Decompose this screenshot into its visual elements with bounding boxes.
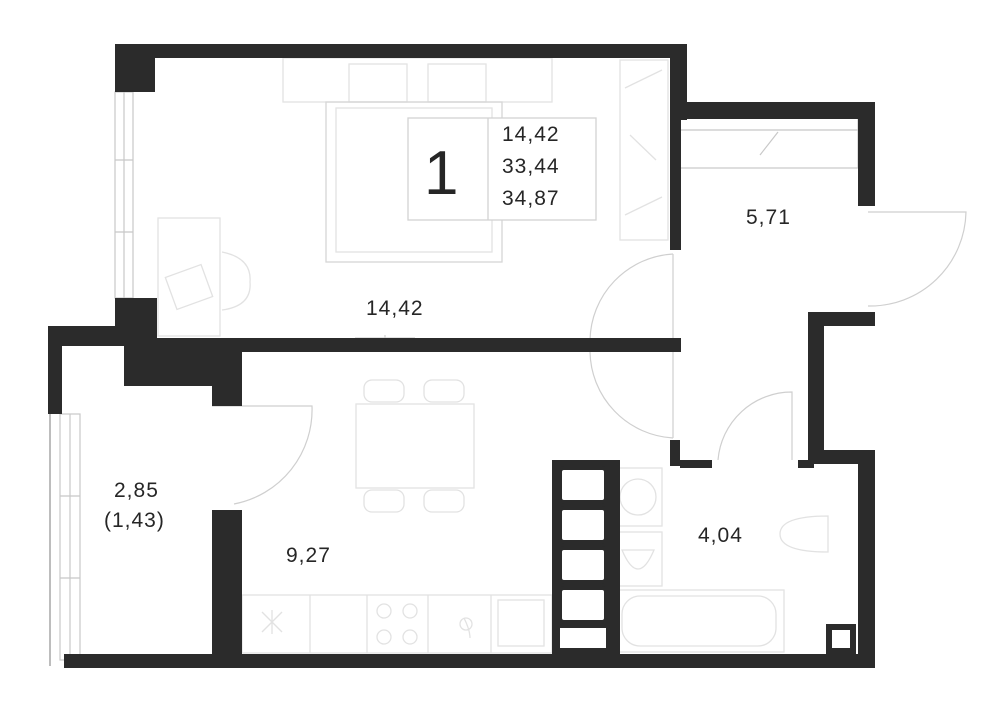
kitchen-area: 9,27 [286, 544, 331, 567]
balcony-reduced-area: (1,43) [104, 509, 165, 532]
toilet [779, 515, 829, 553]
washbasin [613, 531, 663, 587]
wall-right [858, 450, 875, 668]
living-room-area: 14,42 [366, 297, 424, 320]
window-hall [671, 117, 859, 169]
balcony-area: 2,85 [114, 479, 159, 502]
laptop [164, 263, 214, 311]
hob [376, 603, 392, 619]
bathtub [613, 589, 785, 653]
wall-top [115, 44, 687, 58]
windows [49, 91, 859, 666]
total-area: 33,44 [502, 155, 560, 178]
walls [48, 44, 875, 668]
wardrobe [619, 59, 669, 241]
desk [157, 217, 221, 337]
wall-hall-top [681, 102, 875, 119]
hallway-area: 5,71 [746, 206, 791, 229]
chair [221, 251, 251, 311]
bathroom-area: 4,04 [698, 524, 743, 547]
washing-machine [613, 467, 663, 527]
wall-middle [155, 338, 681, 352]
kitchen-furniture [241, 379, 553, 654]
living-area: 14,42 [502, 123, 560, 146]
bathroom-furniture [613, 467, 829, 653]
kitchen-sink [497, 599, 545, 647]
total-area-with-balcony: 34,87 [502, 187, 560, 210]
summary-box: 1 14,42 33,44 34,87 [407, 117, 597, 221]
room-count: 1 [424, 139, 458, 208]
wall-bottom [64, 654, 875, 668]
dining-table [355, 403, 475, 489]
wall-kitchen-left [212, 340, 242, 406]
kitchen-counter [241, 594, 553, 654]
